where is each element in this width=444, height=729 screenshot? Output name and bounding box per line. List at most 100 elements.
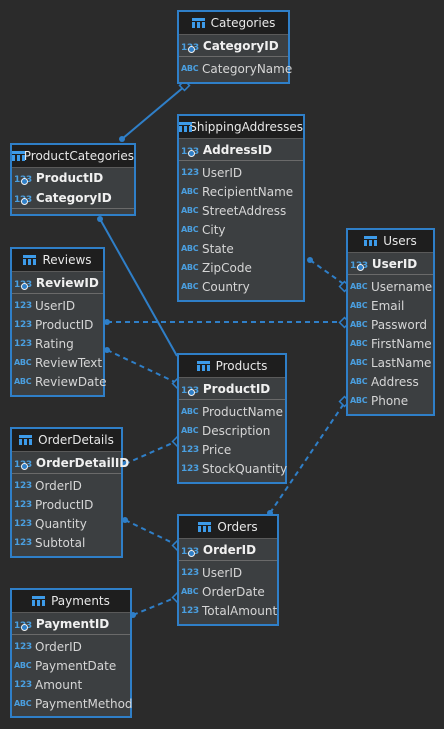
field-name: ProductID: [202, 381, 271, 396]
number-type-icon: 123: [181, 605, 199, 616]
primary-key-icon: [21, 623, 28, 631]
entity-header[interactable]: Reviews: [12, 249, 103, 272]
entity-header[interactable]: ShippingAddresses: [179, 116, 303, 139]
type-icon-wrap: 123: [14, 617, 32, 631]
field-name: LastName: [371, 355, 432, 370]
table-icon: [179, 122, 193, 132]
pk-field-row[interactable]: 123PaymentID: [12, 613, 130, 635]
text-type-icon: ABC: [181, 587, 199, 596]
field-name: Username: [371, 279, 433, 294]
number-type-icon: 123: [181, 567, 199, 578]
field-name: ProductName: [202, 404, 283, 419]
text-type-icon: ABC: [181, 263, 199, 272]
entity-header[interactable]: Orders: [179, 516, 277, 539]
entity-header[interactable]: Products: [179, 355, 285, 378]
field-name: OrderID: [35, 639, 82, 654]
entity-payments[interactable]: Payments123PaymentID123OrderIDABCPayment…: [10, 588, 133, 718]
field-name: City: [202, 222, 226, 237]
field-name: Subtotal: [35, 535, 86, 550]
entity-header[interactable]: ProductCategories: [12, 145, 134, 168]
pk-field-row[interactable]: 123CategoryID: [12, 187, 134, 209]
number-type-icon: 123: [14, 641, 32, 652]
pk-field-row[interactable]: 123ReviewID: [12, 272, 103, 294]
entity-shippingaddresses[interactable]: ShippingAddresses123AddressID123UserIDAB…: [177, 114, 305, 302]
text-type-icon: ABC: [14, 377, 32, 386]
entity-header[interactable]: Users: [348, 230, 433, 253]
field-name: State: [202, 241, 234, 256]
field-name: CategoryID: [35, 190, 112, 205]
field-name: OrderID: [35, 478, 82, 493]
table-icon: [198, 522, 212, 532]
entity-title: Reviews: [42, 253, 92, 267]
field-name: PaymentID: [35, 616, 110, 631]
entity-orders[interactable]: Orders123OrderID123UserIDABCOrderDate123…: [177, 514, 279, 626]
text-type-icon: ABC: [181, 282, 199, 291]
text-type-icon: ABC: [181, 426, 199, 435]
entity-header[interactable]: Categories: [179, 12, 288, 35]
pk-field-row[interactable]: 123OrderDetailID: [12, 452, 129, 474]
entity-header[interactable]: Payments: [12, 590, 130, 613]
entity-products[interactable]: Products123ProductIDABCProductNameABCDes…: [177, 353, 287, 484]
type-icon-wrap: 123: [181, 543, 199, 557]
text-type-icon: ABC: [350, 396, 368, 405]
field-name: Password: [371, 317, 428, 332]
entity-orderdetails[interactable]: OrderDetails123OrderDetailID123OrderID12…: [10, 427, 129, 558]
entity-reviews[interactable]: Reviews 123ReviewID 123UserID123ProductID1…: [10, 247, 107, 397]
pk-field-row[interactable]: 123AddressID: [179, 139, 303, 161]
field-name: Phone: [371, 393, 409, 408]
entity-users[interactable]: Users123UserIDABCUsernameABCEmailABCPass…: [346, 228, 435, 416]
field-name: ReviewDate: [35, 374, 107, 389]
primary-key-icon: [21, 197, 28, 205]
field-name: ZipCode: [202, 260, 252, 275]
type-icon-wrap: 123: [350, 257, 368, 271]
entity-title: ShippingAddresses: [189, 120, 303, 134]
entity-productcategories[interactable]: ProductCategories123ProductID123Category…: [10, 143, 136, 216]
entity-header[interactable]: OrderDetails: [12, 429, 121, 452]
pk-field-row[interactable]: 123CategoryID: [179, 35, 288, 57]
